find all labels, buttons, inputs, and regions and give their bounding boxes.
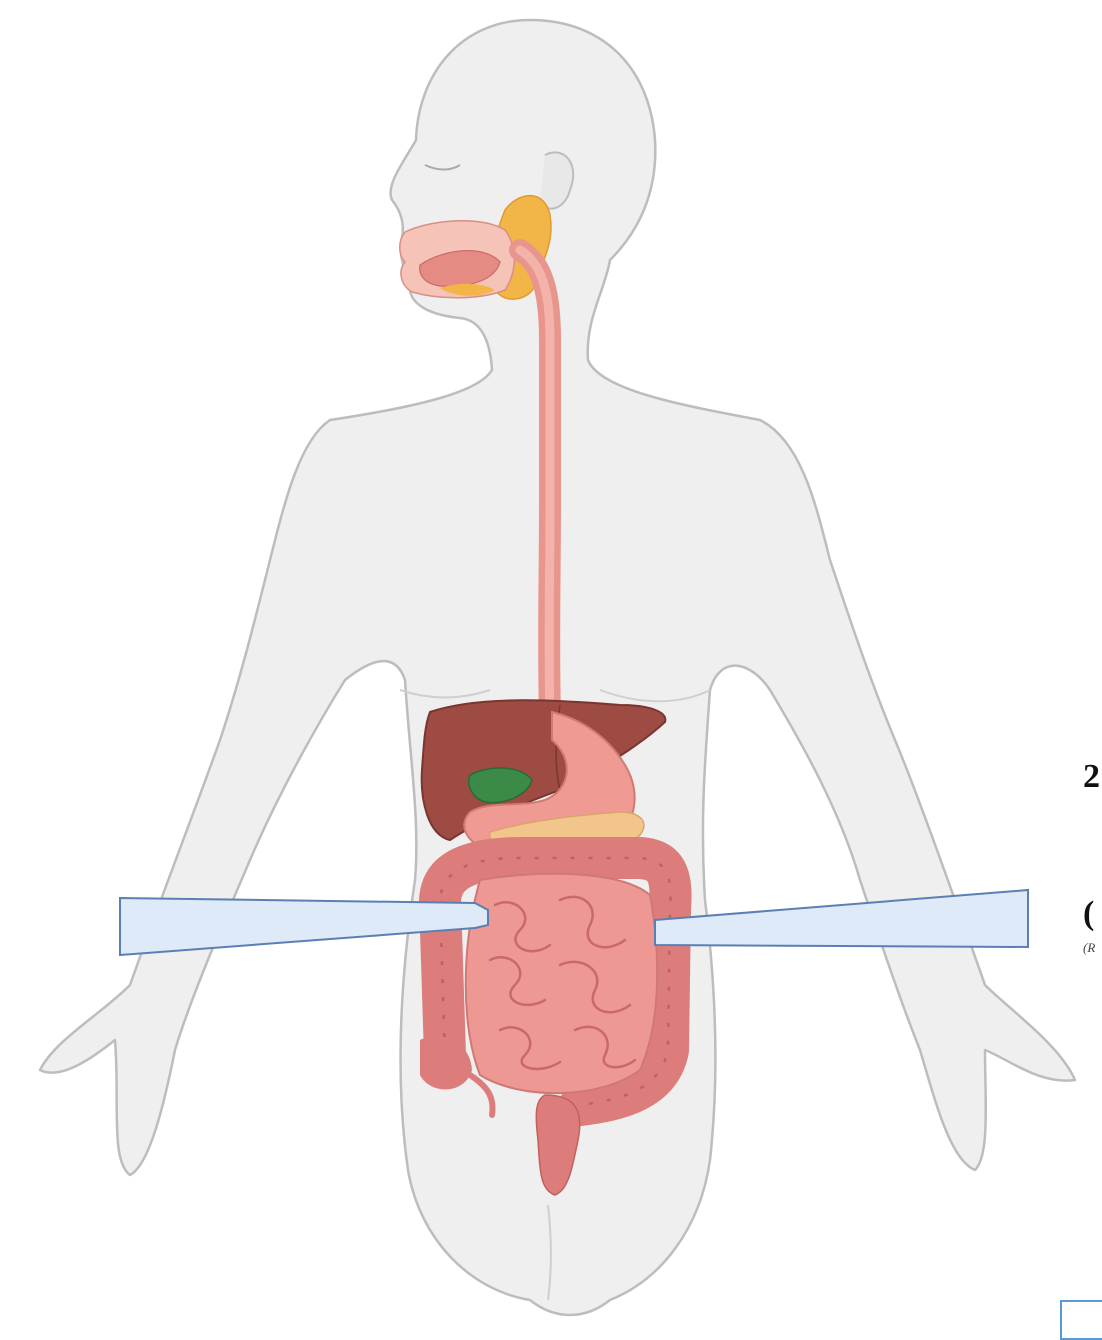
edge-text-number: 2 (1083, 758, 1100, 796)
small-intestine-mass (466, 874, 657, 1093)
small-intestine (466, 874, 657, 1093)
edge-text-small: (R (1083, 940, 1095, 956)
right-label-callout (655, 890, 1028, 947)
corner-selection-box[interactable] (1060, 1300, 1102, 1340)
edge-text-paren: ( (1083, 895, 1094, 933)
right-label-box[interactable] (655, 890, 1028, 947)
